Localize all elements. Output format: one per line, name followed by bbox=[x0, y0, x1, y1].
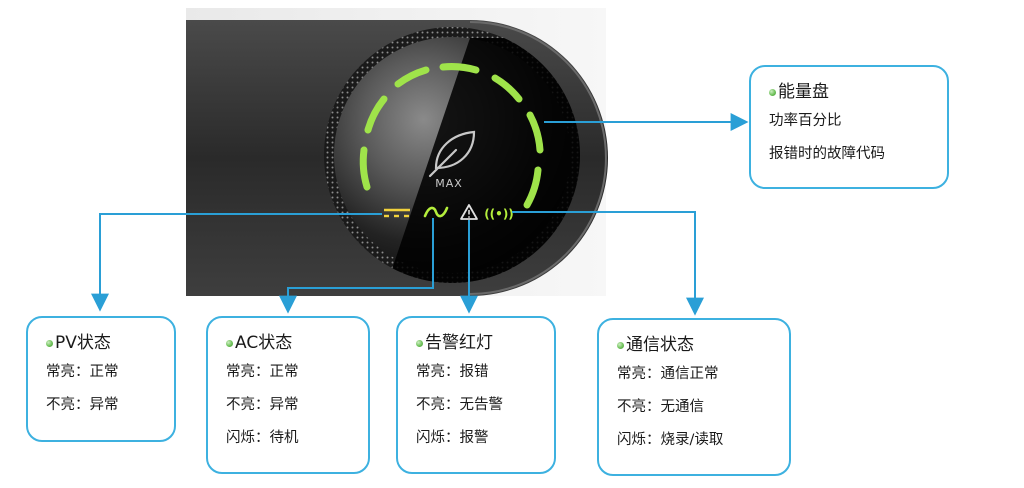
callout-ac-status: AC状态 常亮：正常 不亮：异常 闪烁：待机 bbox=[206, 316, 370, 474]
bullet-icon bbox=[617, 341, 624, 349]
energy-ring bbox=[359, 63, 544, 209]
callout-title-text: PV状态 bbox=[55, 333, 111, 353]
callout-title: 告警红灯 bbox=[416, 332, 554, 354]
pv-dc-icon bbox=[384, 208, 410, 218]
dial-max-label: MAX bbox=[435, 177, 463, 190]
callout-title: AC状态 bbox=[226, 332, 368, 354]
callout-pv-status: PV状态 常亮：正常 不亮：异常 bbox=[26, 316, 176, 442]
callout-line: 常亮：报错 bbox=[416, 364, 489, 380]
callout-title: 通信状态 bbox=[617, 334, 789, 356]
callout-line: 不亮：无通信 bbox=[617, 399, 704, 415]
energy-ring-segment bbox=[439, 63, 480, 74]
callout-communication-status: 通信状态 常亮：通信正常 不亮：无通信 闪烁：烧录/读取 bbox=[597, 318, 791, 476]
callout-line: 闪烁：待机 bbox=[226, 430, 299, 446]
callout-line: 功率百分比 bbox=[769, 113, 842, 129]
dial-glass-reflection bbox=[385, 38, 580, 283]
energy-ring-segment bbox=[359, 146, 371, 191]
energy-ring-segment bbox=[523, 166, 542, 209]
connectors bbox=[91, 113, 749, 316]
callout-line: 不亮：异常 bbox=[46, 397, 119, 413]
callout-title-text: AC状态 bbox=[235, 333, 293, 353]
callout-title-text: 告警红灯 bbox=[425, 333, 493, 353]
bullet-icon bbox=[226, 339, 233, 347]
callout-title-text: 通信状态 bbox=[626, 335, 694, 355]
callout-line: 闪烁：报警 bbox=[416, 430, 489, 446]
callout-line: 常亮：通信正常 bbox=[617, 366, 719, 382]
pv-arrow bbox=[91, 213, 382, 312]
callout-title-text: 能量盘 bbox=[778, 82, 829, 102]
comm-arrow bbox=[512, 211, 704, 316]
callout-title: PV状态 bbox=[46, 332, 174, 354]
callout-line: 不亮：无告警 bbox=[416, 397, 503, 413]
energy-ring-segment bbox=[394, 66, 430, 88]
ac-wave-icon bbox=[423, 206, 449, 218]
callout-line: 不亮：异常 bbox=[226, 397, 299, 413]
callout-alarm-light: 告警红灯 常亮：报错 不亮：无告警 闪烁：报警 bbox=[396, 316, 556, 474]
bullet-icon bbox=[416, 339, 423, 347]
callout-line: 报错时的故障代码 bbox=[769, 146, 885, 162]
wireless-signal-icon: ((•)) bbox=[484, 207, 514, 221]
callout-line: 常亮：正常 bbox=[46, 364, 119, 380]
energy-ring-segment bbox=[491, 74, 523, 103]
leaf-icon bbox=[428, 130, 476, 178]
warning-icon bbox=[460, 204, 478, 220]
callout-energy-dial: 能量盘 功率百分比 报错时的故障代码 bbox=[749, 65, 949, 189]
panel-edge-highlight bbox=[469, 21, 607, 295]
callout-title: 能量盘 bbox=[769, 81, 947, 103]
ac-arrow bbox=[279, 218, 434, 314]
energy-ring-segment bbox=[526, 111, 544, 154]
bullet-icon bbox=[769, 88, 776, 96]
energy-ring-segment bbox=[364, 95, 388, 134]
callout-line: 闪烁：烧录/读取 bbox=[617, 432, 724, 448]
bullet-icon bbox=[46, 339, 53, 347]
callout-line: 常亮：正常 bbox=[226, 364, 299, 380]
